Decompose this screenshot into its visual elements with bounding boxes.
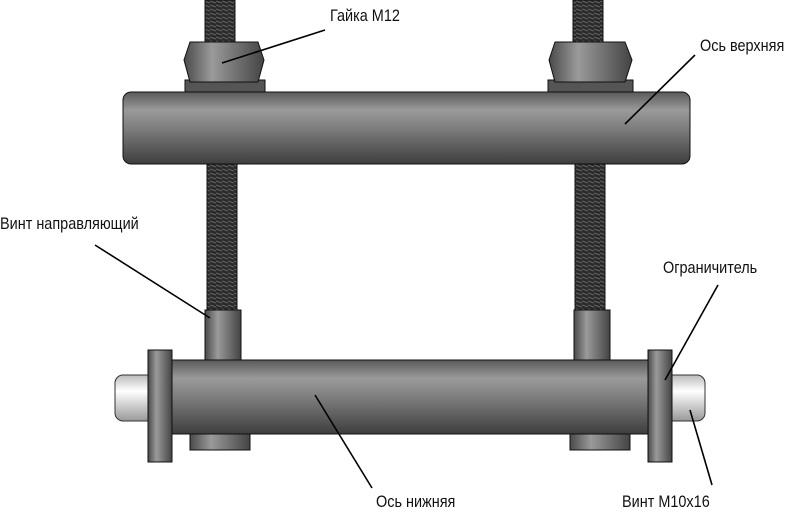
label-nut: Гайка М12 (330, 6, 400, 25)
label-screw: Винт М10x16 (622, 492, 710, 511)
label-guide-screw: Винт направляющий (0, 214, 139, 233)
label-limiter: Ограничитель (663, 258, 758, 277)
label-upper-axle: Ось верхняя (700, 36, 785, 55)
left-limiter (147, 349, 173, 463)
right-limiter (647, 349, 673, 463)
leader-lines (94, 29, 719, 489)
label-lower-axle: Ось нижняя (376, 492, 456, 511)
left-rod-top (204, 0, 236, 46)
right-guide-screw (574, 163, 606, 313)
upper-axle (122, 91, 691, 165)
lower-axle (159, 359, 661, 435)
left-guide-screw (206, 163, 238, 313)
right-rod-top (572, 0, 604, 46)
right-sleeve (573, 309, 611, 366)
left-nut (183, 41, 266, 97)
left-sleeve (204, 309, 242, 366)
right-nut (547, 41, 634, 97)
